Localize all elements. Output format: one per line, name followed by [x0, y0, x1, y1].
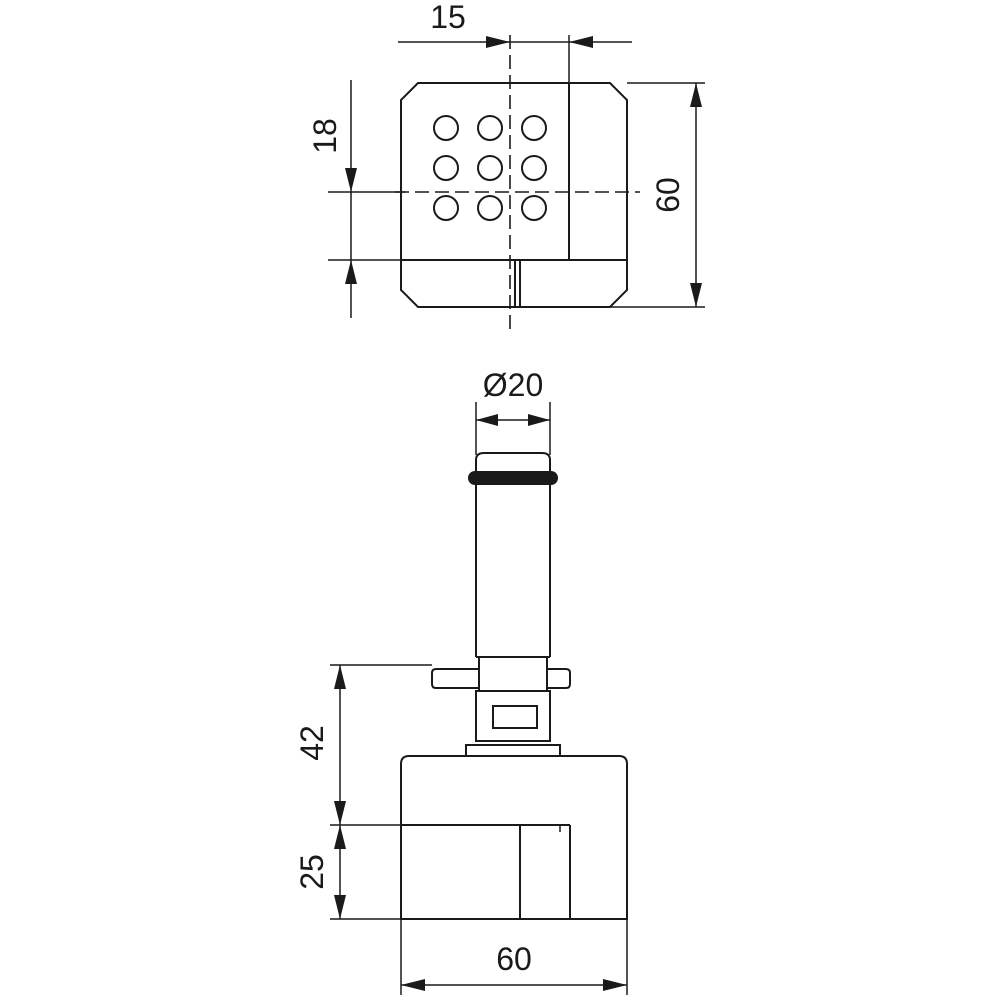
hole — [521, 195, 547, 221]
hole-grid — [433, 115, 547, 221]
shaft-cap — [475, 452, 551, 474]
dimension-side: 60 — [610, 82, 705, 308]
mid-body-window — [492, 705, 538, 729]
dimension-lower-height: 25 — [294, 825, 401, 920]
mid-body — [475, 690, 551, 742]
dimension-lower-height-label: 25 — [294, 854, 330, 890]
hole — [433, 195, 459, 221]
neck-flange — [465, 744, 561, 757]
o-ring — [468, 471, 558, 485]
dimension-side-label: 60 — [650, 177, 686, 213]
dimension-height: 18 — [307, 80, 405, 318]
collar-tab-right — [547, 668, 571, 689]
collar — [478, 656, 548, 692]
hole — [477, 195, 503, 221]
base-slot — [519, 825, 571, 919]
dimension-width-label: 15 — [430, 0, 466, 35]
collar-tab-left — [431, 668, 479, 689]
dimension-diameter-label: Ø20 — [483, 367, 543, 403]
hole — [521, 155, 547, 181]
hole — [477, 155, 503, 181]
dimension-diameter: Ø20 — [475, 367, 551, 455]
dimension-base-width: 60 — [400, 919, 628, 995]
top-view: 15 18 60 — [307, 0, 705, 330]
hole — [521, 115, 547, 141]
base-block — [400, 755, 628, 920]
hole — [433, 155, 459, 181]
dimension-upper-height-label: 42 — [294, 725, 330, 761]
hole — [433, 115, 459, 141]
side-view: Ø20 42 — [294, 367, 628, 995]
hole — [477, 115, 503, 141]
dimension-height-label: 18 — [307, 118, 343, 154]
dimension-upper-height: 42 — [294, 664, 432, 826]
dimension-base-width-label: 60 — [496, 941, 532, 977]
dimension-width: 15 — [398, 0, 632, 83]
